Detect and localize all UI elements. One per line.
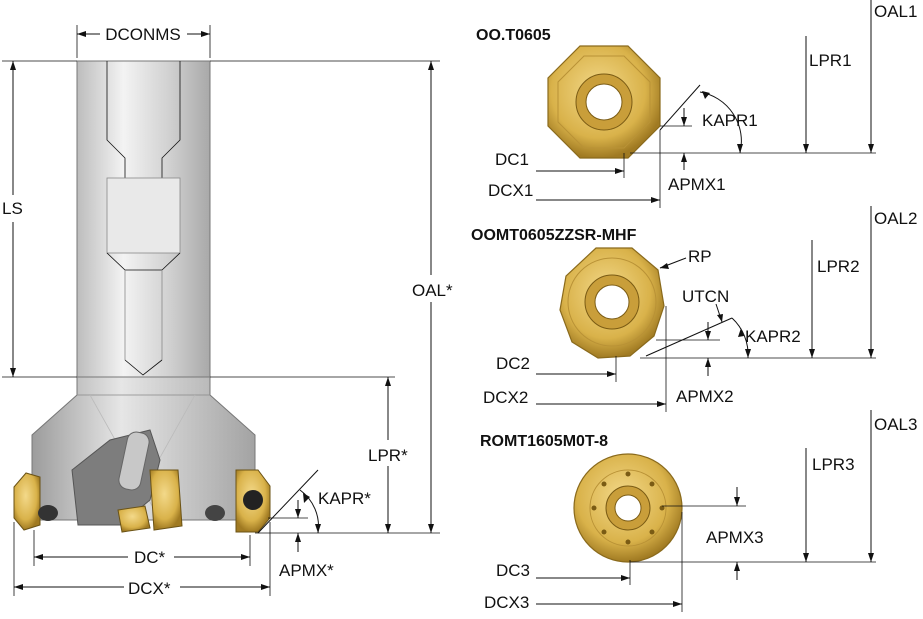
insert2-utcn: UTCN	[682, 287, 729, 306]
insert3-dc: DC3	[496, 561, 530, 580]
clamp-screw	[118, 431, 150, 491]
insert2-group: OOMT0605ZZSR-MHF OAL2 LPR2 RP UTCN KAPR2	[471, 206, 917, 412]
insert2-inner-ring	[567, 257, 657, 347]
shank-flat-upper-r	[161, 61, 181, 178]
dc-label: DC*	[134, 548, 166, 567]
kapr-label: KAPR*	[318, 489, 371, 508]
insert1-dc: DC1	[495, 150, 529, 169]
shank-groove	[106, 177, 181, 254]
insert1-title: OO.T0605	[476, 27, 551, 44]
insert3-apmx: APMX3	[706, 528, 764, 547]
pocket-hole-left	[38, 505, 58, 521]
tool-insert-center	[117, 505, 151, 533]
insert2-dcx: DCX2	[483, 388, 528, 407]
insert1-kapr: KAPR1	[702, 111, 758, 130]
insert1-oal: OAL1	[874, 2, 917, 21]
insert3-inner-ring	[589, 469, 667, 547]
pocket-hole-right	[205, 505, 225, 521]
shank-groove-chamfer	[106, 252, 181, 271]
tool-insert-mid	[149, 469, 183, 531]
insert1-inner-octagon	[557, 55, 651, 149]
insert3-lpr: LPR3	[812, 455, 855, 474]
milling-tool-drawing	[13, 60, 271, 533]
lpr-label: LPR*	[368, 446, 408, 465]
ls-label: LS	[2, 199, 23, 218]
insert1-lpr: LPR1	[809, 51, 852, 70]
insert1-group: OO.T0605 OAL1 LPR1 KAPR1 APMX1 DC1	[476, 0, 917, 208]
insert2-hole	[594, 284, 630, 320]
insert3-hole	[614, 494, 642, 522]
apmx-label: APMX*	[279, 561, 334, 580]
insert3-oal: OAL3	[874, 415, 917, 434]
insert2-lpr: LPR2	[817, 257, 860, 276]
insert2-dc: DC2	[496, 354, 530, 373]
insert2-apmx: APMX2	[676, 387, 734, 406]
insert3-title: ROMT1605M0T-8	[480, 433, 608, 450]
insert3-index-dots	[591, 471, 665, 545]
tool-dimensions: DCONMS LS OAL* LPR* KAPR*	[2, 25, 453, 598]
insert3-dcx: DCX3	[484, 593, 529, 612]
insert2-oal: OAL2	[874, 209, 917, 228]
oal-label: OAL*	[412, 281, 453, 300]
insert1-hole	[585, 83, 623, 121]
shank-tip	[124, 359, 163, 376]
dcx-label: DCX*	[128, 579, 171, 598]
insert2-rp: RP	[688, 247, 712, 266]
insert1-dcx: DCX1	[488, 181, 533, 200]
tool-insert-left	[13, 472, 41, 531]
insert1-apmx: APMX1	[668, 175, 726, 194]
dconms-label: DCONMS	[105, 25, 181, 44]
insert2-title: OOMT0605ZZSR-MHF	[471, 227, 637, 244]
insert2-kapr: KAPR2	[745, 327, 801, 346]
tool-insert-right-hole	[243, 490, 263, 510]
insert3-group: ROMT1605M0T-8 OAL3 LPR3 APMX3 DC3	[480, 410, 917, 612]
shank-flat-upper	[106, 61, 126, 178]
